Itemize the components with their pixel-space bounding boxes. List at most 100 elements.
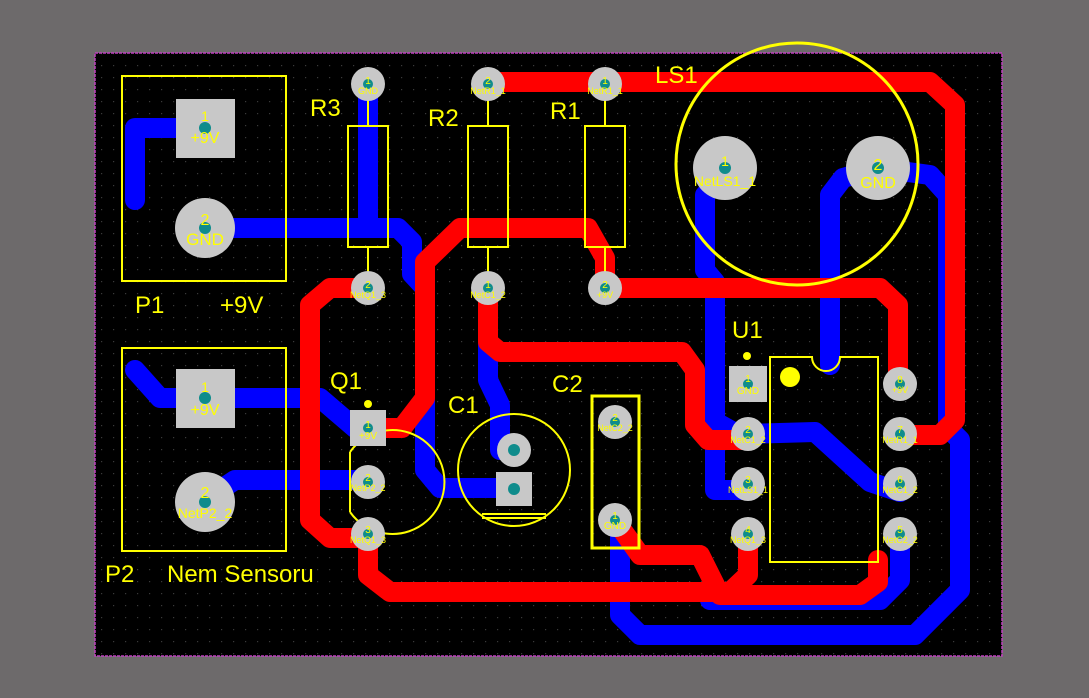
svg-text:2: 2 [874, 157, 883, 174]
top-trace [595, 278, 908, 392]
c1-reference: C1 [448, 392, 479, 419]
svg-text:NetP2_2: NetP2_2 [178, 505, 233, 521]
pad-p2-2[interactable]: 2 NetP2_2 [175, 472, 235, 532]
pad-r1-2[interactable]: 2 +9V [588, 271, 622, 305]
u1-pin1-marker [780, 367, 800, 387]
svg-text:+9V: +9V [359, 431, 377, 442]
pad-u1-2[interactable]: 2 NetC1_2 [730, 417, 766, 451]
svg-text:NetC1_2: NetC1_2 [730, 435, 766, 445]
pad-u1-4[interactable]: 4 NetQ1_3 [730, 517, 766, 551]
svg-text:2: 2 [365, 473, 371, 484]
svg-text:7: 7 [897, 425, 903, 436]
pad-c2-2[interactable]: 2 NetC2_2 [597, 405, 633, 439]
svg-text:4: 4 [745, 525, 751, 536]
svg-text:1: 1 [745, 374, 751, 385]
svg-text:6: 6 [897, 475, 903, 486]
svg-text:GND: GND [604, 521, 626, 532]
p1-outline [121, 75, 287, 282]
pad-p1-2[interactable]: 2 GND [175, 198, 235, 258]
svg-text:1: 1 [365, 420, 371, 431]
q1-dot-marker [364, 400, 372, 408]
svg-text:NetC1_2: NetC1_2 [470, 290, 506, 300]
top-trace [478, 278, 758, 450]
r2-reference: R2 [428, 105, 459, 132]
pad-ls1-1[interactable]: 1 NetLS1_1 [693, 136, 757, 200]
svg-text:NetLS1_1: NetLS1_1 [728, 485, 768, 495]
p2-comment: Nem Sensoru [167, 561, 314, 588]
svg-text:NetQ1_3: NetQ1_3 [350, 535, 386, 545]
pad-c1-1[interactable] [496, 472, 532, 506]
svg-text:1: 1 [721, 153, 729, 169]
bottom-trace [610, 158, 970, 645]
p2-outline [121, 347, 287, 552]
pad-u1-3[interactable]: 3 NetLS1_1 [728, 467, 768, 501]
pad-r3-1[interactable]: 1 GND [351, 67, 385, 101]
board-outline [94, 52, 1003, 657]
svg-text:NetC2_2: NetC2_2 [882, 535, 918, 545]
pad-r3-2[interactable]: 2 NetQ1_3 [350, 271, 386, 305]
svg-text:1: 1 [485, 280, 491, 291]
svg-text:1: 1 [365, 76, 371, 87]
pad-q1-3[interactable]: 3 NetQ1_3 [350, 517, 386, 551]
ls1-outline [674, 41, 920, 287]
svg-text:1: 1 [612, 511, 618, 522]
svg-text:GND: GND [186, 230, 224, 249]
c2-outline [590, 394, 641, 550]
svg-text:NetR1_1: NetR1_1 [882, 435, 918, 445]
pad-q1-1[interactable]: 1 +9V [350, 410, 386, 446]
svg-text:NetR1_1: NetR1_1 [470, 86, 506, 96]
svg-text:NetQ1_3: NetQ1_3 [730, 535, 766, 545]
svg-text:1: 1 [201, 379, 209, 395]
pad-u1-6[interactable]: 6 NetC1_2 [882, 467, 918, 501]
p1-comment: +9V [220, 292, 263, 319]
c2-reference: C2 [552, 371, 583, 398]
svg-text:GND: GND [358, 86, 379, 96]
pads-layer: 1 +9V 2 GND 1 +9V 2 NetP2_2 1 GND [175, 67, 918, 551]
u1-outline [769, 356, 879, 563]
svg-text:NetLS1_1: NetLS1_1 [694, 173, 756, 189]
r3-reference: R3 [310, 95, 341, 122]
svg-text:2: 2 [365, 280, 371, 291]
pad-u1-8[interactable]: 8 +9V [883, 367, 917, 401]
ls1-reference: LS1 [655, 62, 698, 89]
q1-reference: Q1 [330, 368, 362, 395]
u1-dot-marker [743, 352, 751, 360]
p2-reference: P2 [105, 561, 134, 588]
svg-text:NetR1_1: NetR1_1 [587, 86, 623, 96]
pad-c1-2[interactable] [497, 433, 531, 467]
pad-p2-1[interactable]: 1 +9V [176, 369, 235, 428]
svg-text:1: 1 [602, 76, 608, 87]
reference-labels: P1 +9V P2 Nem Sensoru R3 R2 R1 LS1 Q1 C1… [105, 62, 763, 588]
pad-u1-1[interactable]: 1 GND [729, 366, 767, 402]
svg-text:2: 2 [612, 413, 618, 424]
pad-r1-1[interactable]: 1 NetR1_1 [587, 67, 623, 101]
pad-r2-2[interactable]: 2 NetR1_1 [470, 67, 506, 101]
svg-text:GND: GND [860, 175, 896, 192]
pad-u1-7[interactable]: 7 NetR1_1 [882, 417, 918, 451]
pad-u1-5[interactable]: 5 NetC2_2 [882, 517, 918, 551]
svg-text:NetC2_2: NetC2_2 [597, 423, 633, 433]
c1-outline [457, 413, 571, 527]
pad-ls1-2[interactable]: 2 GND [846, 136, 910, 200]
svg-text:+9V: +9V [597, 290, 613, 300]
r1-reference: R1 [550, 98, 581, 125]
pad-q1-2[interactable]: 2 NetP2_2 [350, 465, 386, 499]
top-trace [605, 510, 888, 605]
svg-text:NetP2_2: NetP2_2 [350, 483, 385, 493]
pad-p1-1[interactable]: 1 +9V [176, 99, 235, 158]
u1-reference: U1 [732, 317, 763, 344]
svg-text:+9V: +9V [892, 385, 908, 395]
pad-r2-1[interactable]: 1 NetC1_2 [470, 271, 506, 305]
svg-text:2: 2 [201, 212, 210, 229]
svg-text:+9V: +9V [191, 402, 220, 419]
svg-text:2: 2 [485, 76, 491, 87]
pad-c2-1[interactable]: 1 GND [598, 503, 632, 537]
svg-text:3: 3 [365, 525, 371, 536]
top-copper-layer [300, 72, 965, 605]
top-trace [478, 72, 965, 445]
top-trace [358, 218, 615, 438]
svg-text:8: 8 [897, 375, 903, 386]
svg-text:NetQ1_3: NetQ1_3 [350, 290, 386, 300]
